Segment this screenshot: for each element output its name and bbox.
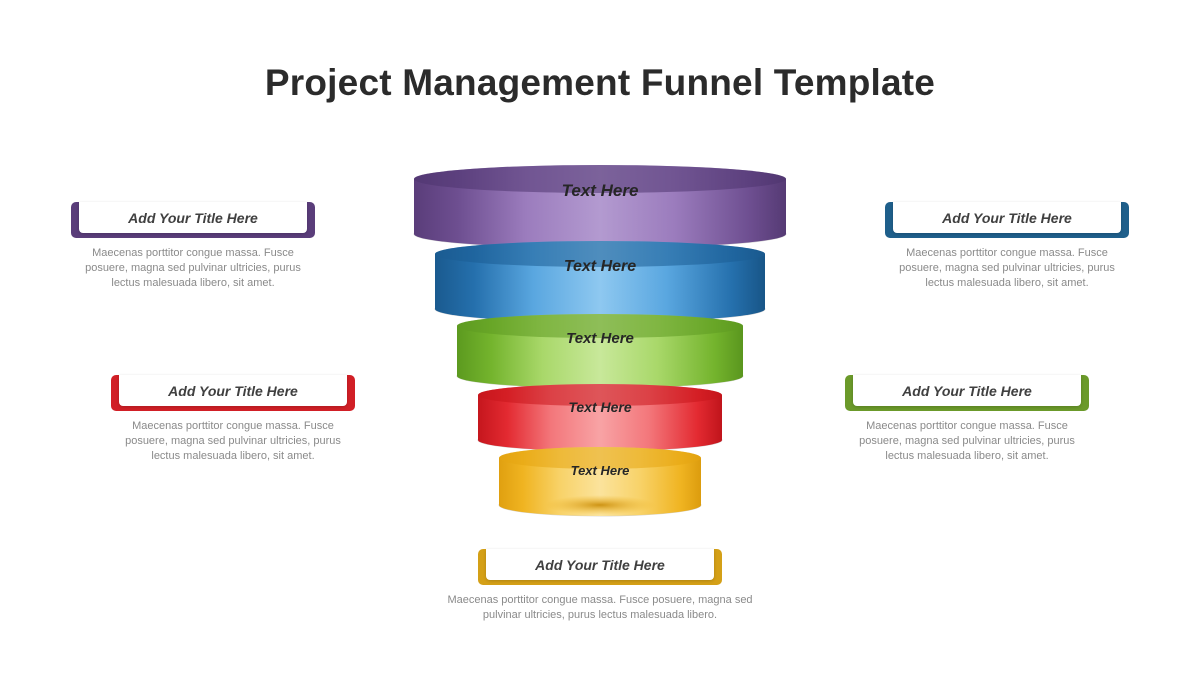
title-box[interactable]: Add Your Title Here <box>111 375 355 411</box>
layer-top-opening <box>478 384 722 406</box>
layer-label: Text Here <box>564 258 636 275</box>
layer-inner-shadow <box>544 495 656 515</box>
callout-title: Add Your Title Here <box>535 557 665 573</box>
callout-title: Add Your Title Here <box>168 383 298 399</box>
callout-title: Add Your Title Here <box>128 210 258 226</box>
layer-label: Text Here <box>562 181 639 200</box>
title-box[interactable]: Add Your Title Here <box>478 549 722 585</box>
layer-top-opening <box>457 314 743 338</box>
layer-top-opening <box>435 241 765 267</box>
callout-right-2: Add Your Title Here Maecenas porttitor c… <box>845 375 1089 464</box>
layer-label: Text Here <box>568 399 632 415</box>
funnel-layer-2[interactable]: Text Here <box>434 241 766 323</box>
funnel-layer-1[interactable]: Text Here <box>413 165 787 249</box>
funnel-layer-5[interactable]: Text Here <box>498 447 702 517</box>
callout-description: Maecenas porttitor congue massa. Fusce p… <box>125 420 341 462</box>
callout-description: Maecenas porttitor congue massa. Fusce p… <box>447 594 753 621</box>
title-box[interactable]: Add Your Title Here <box>71 202 315 238</box>
layer-top-opening <box>499 447 701 469</box>
callout-title: Add Your Title Here <box>902 383 1032 399</box>
title-box[interactable]: Add Your Title Here <box>885 202 1129 238</box>
callout-left-2: Add Your Title Here Maecenas porttitor c… <box>111 375 355 464</box>
page-title: Project Management Funnel Template <box>264 62 936 103</box>
callout-bottom: Add Your Title Here Maecenas porttitor c… <box>430 549 770 623</box>
title-box[interactable]: Add Your Title Here <box>845 375 1089 411</box>
callout-title: Add Your Title Here <box>942 210 1072 226</box>
callout-description: Maecenas porttitor congue massa. Fusce p… <box>85 247 301 289</box>
layer-label: Text Here <box>571 463 630 478</box>
callout-right-1: Add Your Title Here Maecenas porttitor c… <box>885 202 1129 291</box>
callout-left-1: Add Your Title Here Maecenas porttitor c… <box>71 202 315 291</box>
callout-description: Maecenas porttitor congue massa. Fusce p… <box>859 420 1075 462</box>
funnel-layer-3[interactable]: Text Here <box>456 314 744 389</box>
layer-top-opening <box>414 165 786 193</box>
callout-description: Maecenas porttitor congue massa. Fusce p… <box>899 247 1115 289</box>
layer-label: Text Here <box>566 330 634 347</box>
funnel-layer-4[interactable]: Text Here <box>477 384 723 452</box>
